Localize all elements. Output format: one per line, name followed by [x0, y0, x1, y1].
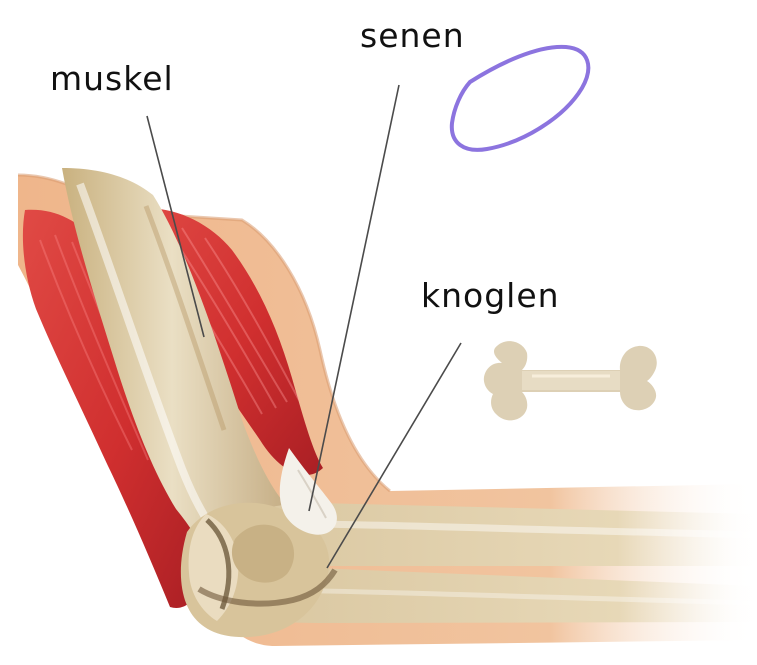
- tendon-label: senen: [360, 16, 465, 55]
- rubber-band-icon: [452, 47, 588, 150]
- bone-icon: [484, 341, 657, 420]
- muscle-label: muskel: [50, 59, 174, 98]
- bone-label: knoglen: [421, 276, 560, 315]
